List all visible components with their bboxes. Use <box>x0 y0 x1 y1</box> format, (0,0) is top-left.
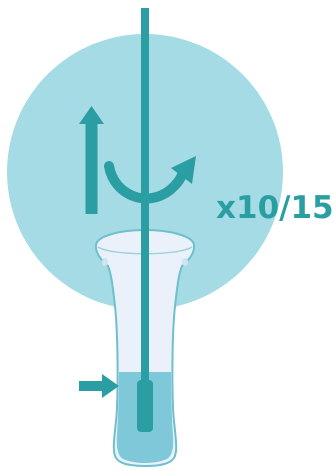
swab-stick <box>141 8 149 428</box>
repeat-count-label: x10/15 <box>216 190 334 226</box>
swab-tip <box>137 380 153 432</box>
rotate-arrow-icon <box>104 156 196 204</box>
arrow-up-icon <box>79 106 104 214</box>
tube-rim-left-notch <box>102 258 108 266</box>
arrow-right-icon <box>79 374 119 398</box>
tube-rim-right-notch <box>182 258 188 266</box>
